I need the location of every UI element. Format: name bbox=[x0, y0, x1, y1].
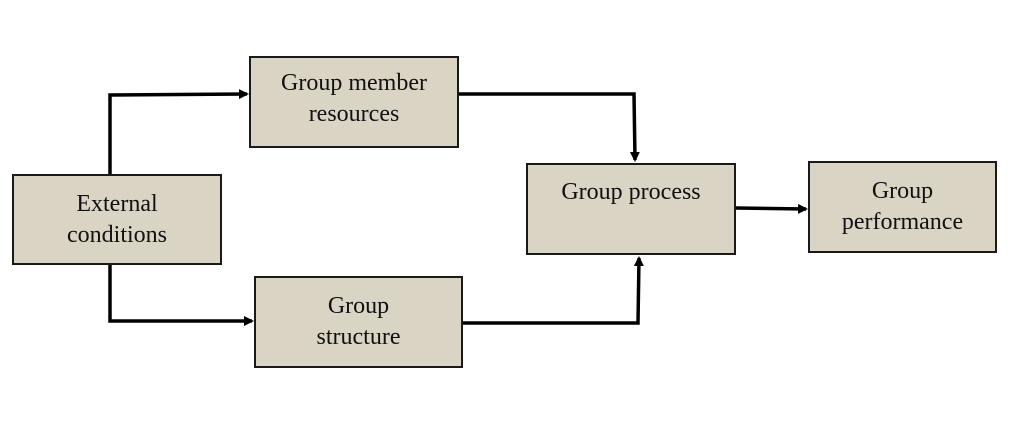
node-external-conditions: External conditions bbox=[12, 174, 222, 265]
node-group-structure-label: Group structure bbox=[316, 293, 401, 350]
node-group-performance: Group performance bbox=[808, 161, 997, 253]
node-external-conditions-label: External conditions bbox=[67, 190, 167, 248]
node-group-member-resources-label: Group member resources bbox=[281, 70, 427, 127]
arrow-external-to-structure bbox=[108, 265, 254, 326]
node-group-process-label: Group process bbox=[561, 179, 701, 205]
arrow-resources-to-process bbox=[459, 92, 640, 162]
arrow-structure-to-process bbox=[463, 256, 644, 325]
node-group-structure: Group structure bbox=[254, 276, 463, 368]
arrow-process-to-performance bbox=[735, 203, 808, 214]
node-group-process: Group process bbox=[526, 163, 736, 255]
node-group-performance-label: Group performance bbox=[841, 178, 964, 235]
arrow-external-to-resources bbox=[108, 89, 249, 174]
node-group-member-resources: Group member resources bbox=[249, 56, 459, 148]
